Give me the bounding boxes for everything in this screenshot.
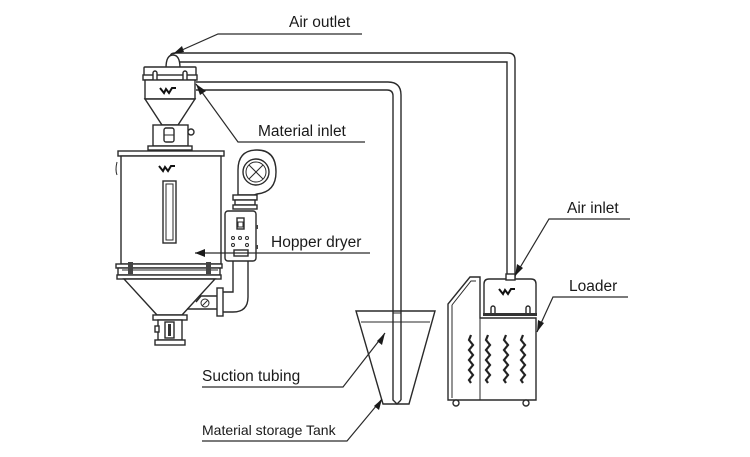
label-air-outlet: Air outlet bbox=[289, 14, 351, 31]
label-material-inlet: Material inlet bbox=[258, 123, 347, 140]
blower-heater bbox=[232, 149, 277, 210]
damper-icon bbox=[200, 298, 210, 308]
material-storage-tank bbox=[355, 310, 436, 405]
sight-glass bbox=[162, 180, 177, 244]
label-loader: Loader bbox=[569, 278, 617, 295]
leader-hopper-dryer bbox=[195, 249, 370, 257]
leader-air-outlet bbox=[172, 33, 362, 55]
label-suction-tubing: Suction tubing bbox=[202, 368, 300, 385]
suction-tubing bbox=[196, 81, 402, 405]
leader-loader bbox=[536, 296, 628, 333]
brand-logo-icon bbox=[498, 288, 515, 296]
hopper-dryer bbox=[115, 150, 225, 346]
fan-icon bbox=[242, 158, 270, 186]
leader-material-inlet bbox=[195, 83, 365, 143]
leader-suction-tubing bbox=[202, 332, 386, 388]
hot-air-duct bbox=[187, 261, 249, 317]
label-hopper-dryer: Hopper dryer bbox=[271, 234, 361, 251]
vent-slots bbox=[467, 334, 527, 384]
brand-logo-icon bbox=[158, 165, 175, 173]
hopper-receiver bbox=[142, 54, 198, 151]
label-air-inlet: Air inlet bbox=[567, 200, 619, 217]
leader-material-storage-tank bbox=[202, 398, 383, 442]
loader bbox=[447, 273, 537, 407]
brand-logo-icon bbox=[159, 87, 176, 95]
label-material-storage-tank: Material storage Tank bbox=[202, 422, 337, 438]
leader-air-inlet bbox=[514, 218, 630, 277]
